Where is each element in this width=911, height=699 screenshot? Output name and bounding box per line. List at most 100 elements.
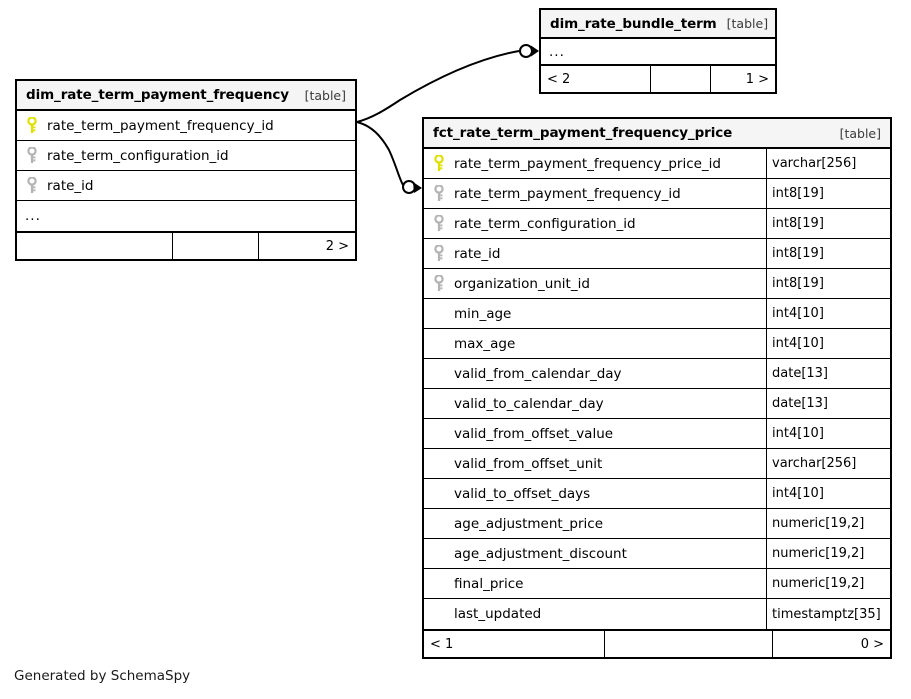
cardinality-arrow-marker (413, 182, 422, 193)
column-name: final_price (454, 575, 524, 592)
table-columns: rate_term_payment_frequency_id rate_term (17, 111, 355, 231)
table-columns: rate_term_payment_frequency_price_id var… (424, 149, 890, 629)
column-name: age_adjustment_discount (454, 545, 627, 562)
relationship-line-dim-freq-to-bundle-term (356, 44, 539, 123)
column-type: numeric[19,2] (766, 569, 890, 598)
footer-child-count: 2 > (258, 233, 355, 259)
table-row[interactable]: rate_term_payment_frequency_id (17, 111, 355, 141)
column-type: int4[10] (766, 299, 890, 328)
column-name: valid_from_offset_value (454, 425, 614, 442)
table-row[interactable]: organization_unit_id int8[19] (424, 269, 890, 299)
column-type: int8[19] (766, 179, 890, 208)
table-title: dim_rate_bundle_term (550, 15, 717, 32)
footer-middle (172, 233, 258, 259)
column-name-cell: ... (17, 201, 355, 231)
table-header[interactable]: fct_rate_term_payment_frequency_price [t… (424, 119, 890, 149)
table-row[interactable]: rate_term_payment_frequency_price_id var… (424, 149, 890, 179)
table-row[interactable]: valid_from_calendar_day date[13] (424, 359, 890, 389)
cardinality-zero-marker (402, 180, 416, 194)
footer-child-count: 1 > (710, 66, 775, 92)
table-row[interactable]: valid_from_offset_unit varchar[256] (424, 449, 890, 479)
column-name: last_updated (454, 606, 542, 622)
relationship-line-dim-freq-to-fct-price (356, 121, 422, 194)
column-type: numeric[19,2] (766, 509, 890, 538)
column-name-cell: valid_to_calendar_day (424, 389, 766, 418)
column-name-cell: rate_term_payment_frequency_id (424, 179, 766, 208)
table-row[interactable]: age_adjustment_price numeric[19,2] (424, 509, 890, 539)
table-dim-rate-bundle-term[interactable]: dim_rate_bundle_term [table] ... < 2 1 > (539, 8, 777, 94)
column-name-cell: valid_from_calendar_day (424, 359, 766, 388)
table-title: fct_rate_term_payment_frequency_price (433, 125, 733, 141)
column-name: rate_id (454, 245, 501, 262)
table-row[interactable]: min_age int4[10] (424, 299, 890, 329)
footer-middle (650, 66, 710, 92)
table-row[interactable]: rate_term_configuration_id int8[19] (424, 209, 890, 239)
generated-by-caption: Generated by SchemaSpy (14, 668, 191, 684)
column-name: rate_term_payment_frequency_price_id (454, 155, 722, 172)
column-name-cell: final_price (424, 569, 766, 598)
table-row[interactable]: rate_term_configuration_id (17, 141, 355, 171)
table-header[interactable]: dim_rate_term_payment_frequency [table] (17, 81, 355, 111)
column-type: int8[19] (766, 239, 890, 268)
table-row[interactable]: max_age int4[10] (424, 329, 890, 359)
primary-key-icon (23, 117, 41, 134)
column-name-cell: valid_to_offset_days (424, 479, 766, 508)
table-row[interactable]: rate_term_payment_frequency_id int8[19] (424, 179, 890, 209)
column-name-cell: max_age (424, 329, 766, 358)
column-type: varchar[256] (766, 449, 890, 478)
foreign-key-icon (23, 147, 41, 164)
column-name-cell: valid_from_offset_unit (424, 449, 766, 478)
footer-parent-count (17, 233, 172, 259)
foreign-key-icon (430, 185, 448, 202)
column-name: valid_from_calendar_day (454, 365, 622, 382)
table-title: dim_rate_term_payment_frequency (26, 87, 289, 103)
table-row[interactable]: rate_id int8[19] (424, 239, 890, 269)
footer-parent-count: < 2 (547, 71, 571, 87)
table-footer: < 2 1 > (541, 64, 775, 92)
column-type: numeric[19,2] (766, 539, 890, 568)
foreign-key-icon (23, 177, 41, 194)
column-name-cell: min_age (424, 299, 766, 328)
table-row-more-columns[interactable]: ... (541, 39, 775, 64)
footer-middle (604, 631, 772, 657)
table-dim-rate-term-payment-frequency[interactable]: dim_rate_term_payment_frequency [table] … (15, 79, 357, 261)
table-row[interactable]: last_updated timestamptz[35] (424, 599, 890, 629)
column-name: valid_to_offset_days (454, 485, 591, 502)
column-name: max_age (454, 335, 516, 352)
column-name-cell: rate_term_configuration_id (424, 209, 766, 238)
cardinality-zero-marker (519, 44, 533, 58)
column-name: age_adjustment_price (454, 515, 604, 532)
column-name-cell: organization_unit_id (424, 269, 766, 298)
column-name-cell: valid_from_offset_value (424, 419, 766, 448)
column-type: int8[19] (766, 209, 890, 238)
table-footer: < 1 0 > (424, 629, 890, 657)
table-row[interactable]: valid_from_offset_value int4[10] (424, 419, 890, 449)
table-header[interactable]: dim_rate_bundle_term [table] (541, 10, 775, 39)
table-row[interactable]: valid_to_offset_days int4[10] (424, 479, 890, 509)
column-name-cell: rate_id (424, 239, 766, 268)
foreign-key-icon (430, 245, 448, 262)
column-type: timestamptz[35] (766, 599, 890, 629)
column-type: varchar[256] (766, 149, 890, 178)
column-name-cell: rate_term_payment_frequency_id (17, 111, 355, 140)
column-type: int4[10] (766, 479, 890, 508)
column-name-cell: rate_id (17, 171, 355, 200)
column-name: rate_term_payment_frequency_id (47, 117, 274, 134)
table-row[interactable]: age_adjustment_discount numeric[19,2] (424, 539, 890, 569)
column-name-cell: ... (541, 39, 775, 64)
foreign-key-icon (430, 215, 448, 232)
table-row-more-columns[interactable]: ... (17, 201, 355, 231)
column-name-cell: rate_term_configuration_id (17, 141, 355, 170)
table-row[interactable]: rate_id (17, 171, 355, 201)
column-name: rate_term_payment_frequency_id (454, 185, 681, 202)
table-row[interactable]: final_price numeric[19,2] (424, 569, 890, 599)
column-type: int4[10] (766, 329, 890, 358)
column-name-cell: age_adjustment_discount (424, 539, 766, 568)
table-fct-rate-term-payment-frequency-price[interactable]: fct_rate_term_payment_frequency_price [t… (422, 117, 892, 659)
column-name: rate_id (47, 177, 94, 194)
table-row[interactable]: valid_to_calendar_day date[13] (424, 389, 890, 419)
column-type: int4[10] (766, 419, 890, 448)
table-kind-label: [table] (304, 87, 346, 103)
column-name: organization_unit_id (454, 275, 590, 292)
column-name: min_age (454, 305, 512, 322)
